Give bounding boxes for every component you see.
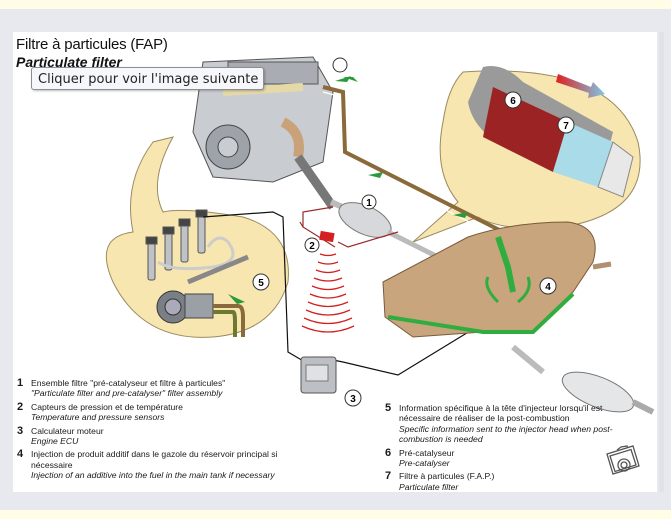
fuel-tank: 4: [382, 221, 612, 338]
legend-text-en: "Particulate filter and pre-catalyser" f…: [31, 388, 223, 399]
callout-6: 6: [510, 96, 516, 107]
engine-ecu: 3: [300, 356, 362, 407]
fuel-lines: 5: [322, 57, 534, 253]
legend-number: 5: [385, 402, 392, 414]
injector-detail-bubble: 5: [105, 136, 289, 338]
diagram-subtitle: Particulate filter: [16, 54, 122, 70]
legend-number: 4: [17, 448, 24, 461]
legend-number: 7: [385, 470, 392, 483]
legend-text-fr: Pré-catalyseur: [399, 447, 455, 458]
legend-text-en: Injection of an additive into the fuel i…: [31, 470, 275, 481]
legend-number: 1: [17, 377, 24, 389]
diagram-title: Filtre à particules (FAP): [16, 36, 168, 53]
legend-number: 3: [17, 424, 24, 437]
slideshow-image[interactable]: Filtre à particules (FAP) Particulate fi…: [13, 32, 657, 492]
callout-4: 4: [545, 282, 551, 293]
legend-text-fr: Capteurs de pression et de température: [31, 401, 183, 412]
callout-2: 2: [309, 241, 315, 252]
pressure-temperature-sensor: 2: [299, 206, 399, 333]
legend-text-fr: Calculateur moteur: [31, 425, 104, 436]
callout-7: 7: [563, 121, 569, 132]
legend-text-en: Pre-catalyser: [399, 458, 450, 469]
legend-left: 1 Ensemble filtre "pré-catalyseur et fil…: [17, 378, 287, 484]
legend-item-1: 1 Ensemble filtre "pré-catalyseur et fil…: [17, 378, 287, 399]
filter-detail-bubble: 6 7: [412, 66, 641, 243]
legend-item-4: 4 Injection de produit additif dans le g…: [17, 449, 287, 480]
legend-text-en: Engine ECU: [31, 436, 79, 447]
legend-text-fr: Ensemble filtre "pré-catalyseur et filtr…: [31, 378, 226, 388]
legend-item-2: 2 Capteurs de pression et de température…: [17, 400, 287, 423]
callout-3: 3: [350, 394, 356, 405]
bottom-banner-strip: [0, 510, 671, 519]
callout-1: 1: [366, 198, 372, 209]
callout-5b: 5: [258, 278, 264, 289]
legend-right: 5 Information spécifique à la tête d'inj…: [385, 403, 635, 492]
legend-number: 2: [17, 400, 24, 413]
legend-text-en: Temperature and pressure sensors: [31, 412, 165, 423]
vertical-scrollbar[interactable]: [659, 32, 664, 492]
legend-text-en: Specific information sent to the injecto…: [399, 423, 613, 445]
legend-text-fr: Information spécifique à la tête d'injec…: [399, 403, 603, 424]
legend-text-fr: Filtre à particules (F.A.P.): [399, 471, 495, 482]
top-banner-strip: [0, 0, 671, 9]
legend-item-7: 7 Filtre à particules (F.A.P.)Particulat…: [385, 471, 635, 492]
legend-number: 6: [385, 446, 392, 459]
legend-item-5: 5 Information spécifique à la tête d'inj…: [385, 403, 635, 445]
legend-text-en: Particulate filter: [399, 481, 459, 492]
camera-icon[interactable]: [603, 442, 643, 480]
legend-text-fr: Injection de produit additif dans le gaz…: [31, 449, 278, 470]
next-image-tooltip: Cliquer pour voir l'image suivante: [31, 67, 264, 90]
